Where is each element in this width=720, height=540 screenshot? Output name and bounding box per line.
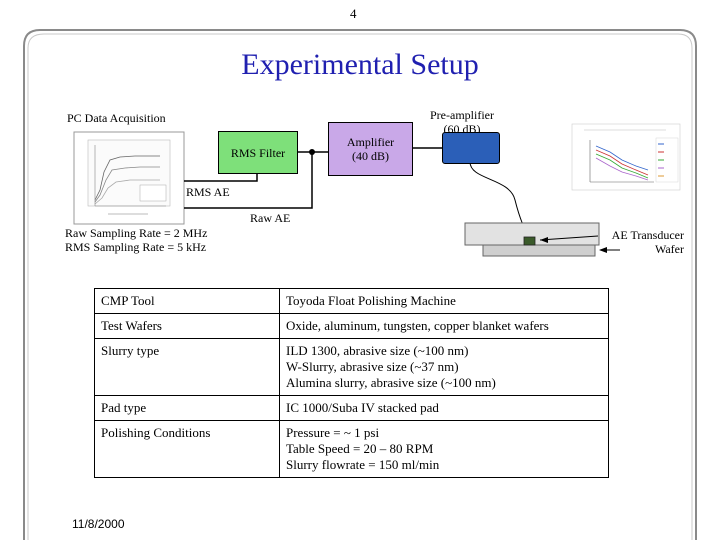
slide-date: 11/8/2000 [72, 517, 125, 531]
rms-ae-label: RMS AE [186, 185, 230, 199]
preamp-label-line-1: Pre-amplifier [430, 108, 494, 122]
spec-value-line: IC 1000/Suba IV stacked pad [286, 400, 439, 415]
rms-filter-box: RMS Filter [218, 131, 298, 174]
sampling-rates: Raw Sampling Rate = 2 MHz RMS Sampling R… [65, 226, 207, 254]
raw-sampling-rate: Raw Sampling Rate = 2 MHz [65, 226, 208, 240]
table-row: CMP Tool Toyoda Float Polishing Machine [94, 288, 609, 314]
ae-transducer-block [523, 236, 536, 246]
table-row: Polishing Conditions Pressure = ~ 1 psi … [94, 420, 609, 478]
spec-key: Pad type [94, 395, 280, 421]
spec-value-line: Table Speed = 20 – 80 RPM [286, 441, 434, 456]
spec-value: Pressure = ~ 1 psi Table Speed = 20 – 80… [279, 420, 609, 478]
result-chart-thumbnail [571, 123, 681, 191]
spec-value: Toyoda Float Polishing Machine [279, 288, 609, 314]
raw-ae-line [184, 152, 313, 209]
spec-table: CMP Tool Toyoda Float Polishing Machine … [94, 288, 609, 478]
pc-label: PC Data Acquisition [67, 111, 166, 125]
table-row: Pad type IC 1000/Suba IV stacked pad [94, 395, 609, 421]
spec-value-line: Alumina slurry, abrasive size (~100 nm) [286, 375, 496, 390]
spec-value-line: Oxide, aluminum, tungsten, copper blanke… [286, 318, 549, 333]
page-number: 4 [350, 6, 357, 21]
spec-value-line: Pressure = ~ 1 psi [286, 425, 380, 440]
table-row: Slurry type ILD 1300, abrasive size (~10… [94, 338, 609, 396]
transducer-label-line-1: AE Transducer [611, 228, 684, 242]
polishing-platen [464, 222, 600, 257]
amplifier-label-line-2: (40 dB) [351, 149, 389, 163]
spec-key: Test Wafers [94, 313, 280, 339]
slide-frame-inner [27, 33, 693, 540]
spec-key: CMP Tool [94, 288, 280, 314]
raw-ae-label: Raw AE [250, 211, 291, 225]
rms-sampling-rate: RMS Sampling Rate = 5 kHz [65, 240, 207, 254]
amplifier-box: Amplifier (40 dB) [328, 122, 413, 176]
amplifier-label-line-1: Amplifier [346, 135, 395, 149]
spec-value-line: ILD 1300, abrasive size (~100 nm) [286, 343, 469, 358]
spec-value-line: W-Slurry, abrasive size (~37 nm) [286, 359, 459, 374]
transducer-label: AE Transducer Wafer [602, 228, 684, 256]
spec-key: Polishing Conditions [94, 420, 280, 478]
rms-filter-label: RMS Filter [230, 145, 286, 160]
wafer-label: Wafer [654, 242, 684, 256]
slide-title: Experimental Setup [241, 48, 479, 81]
spec-value-line: Toyoda Float Polishing Machine [286, 293, 456, 308]
spec-value-line: Slurry flowrate = 150 ml/min [286, 457, 440, 472]
preamp-box [442, 132, 500, 164]
spec-value: Oxide, aluminum, tungsten, copper blanke… [279, 313, 609, 339]
spec-value: ILD 1300, abrasive size (~100 nm) W-Slur… [279, 338, 609, 396]
rms-ae-line [184, 172, 258, 182]
pc-monitor [73, 131, 185, 225]
spec-value: IC 1000/Suba IV stacked pad [279, 395, 609, 421]
slide-frame [23, 29, 697, 540]
spec-key: Slurry type [94, 338, 280, 396]
table-row: Test Wafers Oxide, aluminum, tungsten, c… [94, 313, 609, 339]
